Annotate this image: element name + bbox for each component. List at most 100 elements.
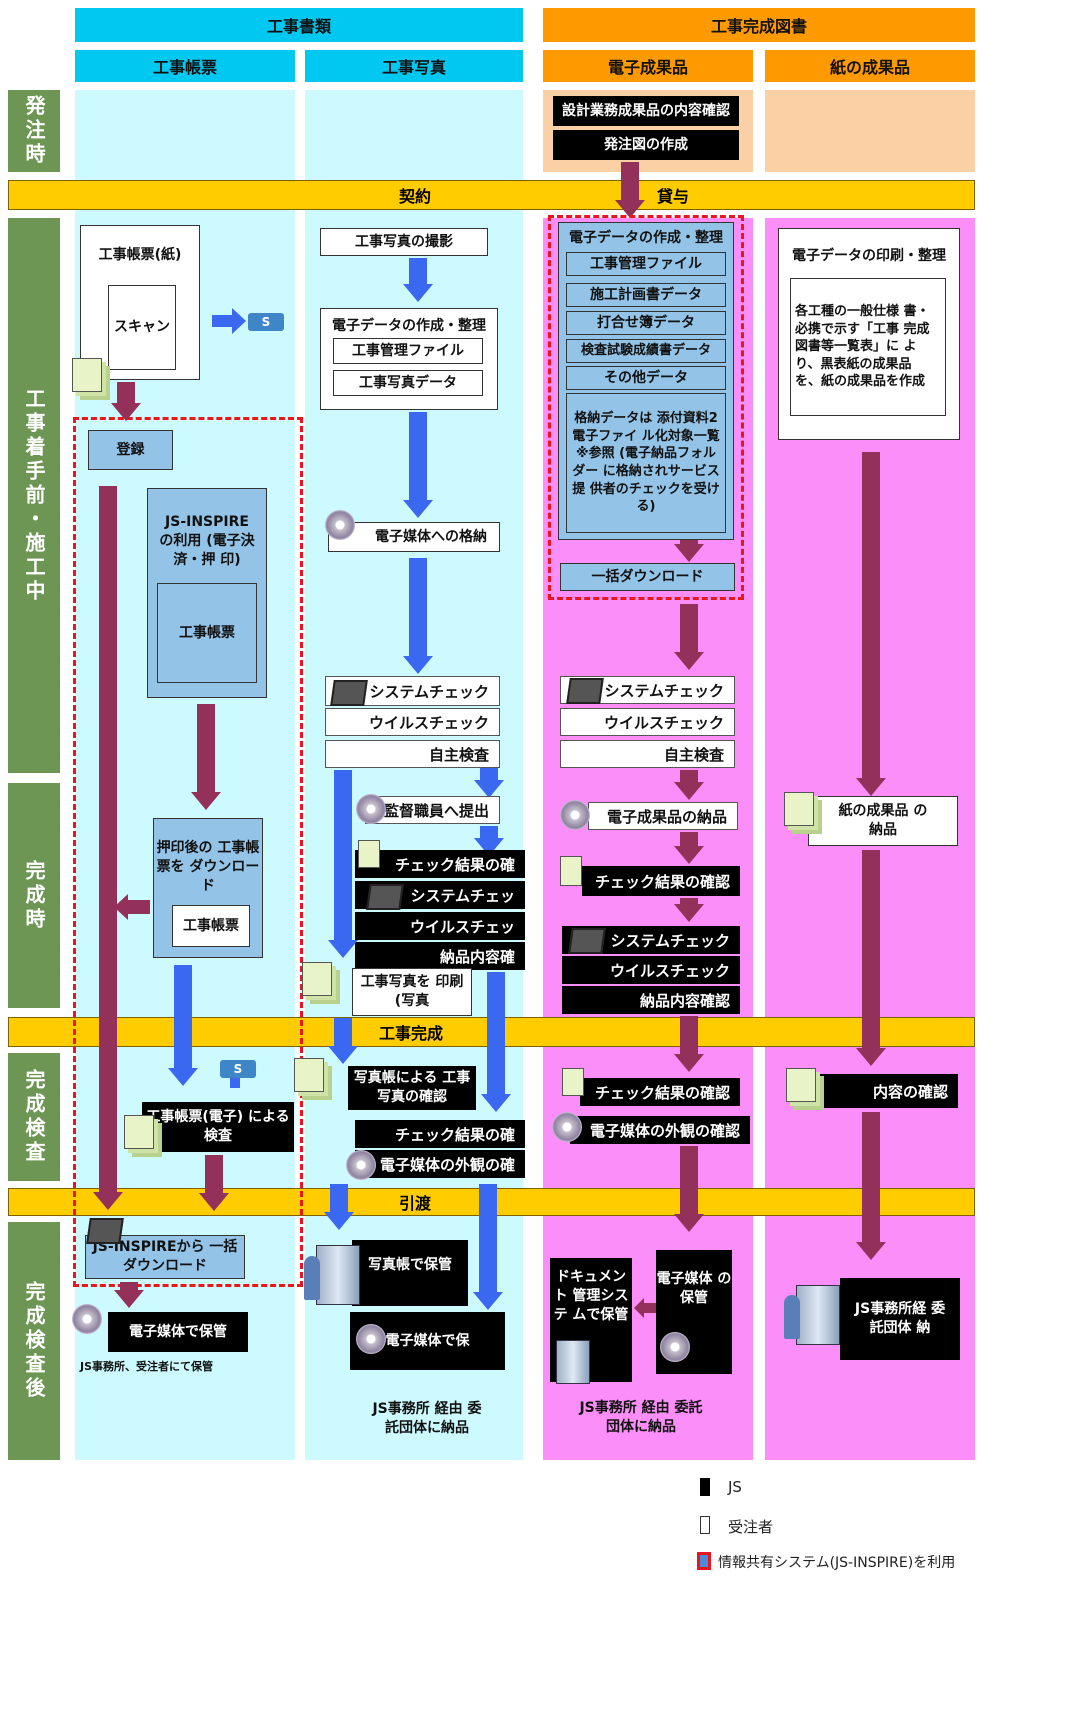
legend-system-label: 情報共有システム(JS-INSPIRE)を利用 xyxy=(718,1555,956,1571)
elec-content-box: 納品内容確認 xyxy=(562,986,740,1014)
photo-content-box: 納品内容確 xyxy=(355,942,525,970)
document-icon xyxy=(562,1068,584,1096)
header-documents: 工事書類 xyxy=(75,8,523,42)
doc-mgmt-store-box: ドキュメント 管理システ ムで保管 xyxy=(550,1258,632,1382)
document-icon xyxy=(358,840,380,868)
arrow xyxy=(334,770,352,942)
cd-icon xyxy=(72,1304,102,1334)
elec-mgmt-box: 工事管理ファイル xyxy=(566,252,726,276)
photo-mgmt-file-box: 工事管理ファイル xyxy=(333,338,483,364)
arrow-head xyxy=(403,284,433,302)
phase-after: 完成検査後 xyxy=(8,1222,60,1460)
arrow-head xyxy=(199,1193,229,1211)
arrow xyxy=(197,704,215,794)
design-result-confirm-box: 設計業務成果品の内容確認 xyxy=(553,96,739,126)
header-photos: 工事写真 xyxy=(305,50,523,82)
arrow-head xyxy=(674,1054,704,1072)
photo-check-result-box: チェック結果の確 xyxy=(355,850,525,878)
legend-system-swatch xyxy=(697,1552,711,1570)
arrow-head xyxy=(674,652,704,670)
arrow xyxy=(409,412,427,502)
document-stack-icon xyxy=(786,1068,816,1102)
photo-selfcheck-box: 自主検査 xyxy=(325,740,500,768)
arrow-head xyxy=(403,656,433,674)
photo-data-box: 工事写真データ xyxy=(333,370,483,396)
arrow-head xyxy=(111,403,141,421)
header-electronic: 電子成果品 xyxy=(543,50,753,82)
arrow xyxy=(480,768,498,782)
arrow xyxy=(480,826,498,840)
cd-icon xyxy=(660,1332,690,1362)
arrow-head xyxy=(674,846,704,864)
laptop-icon xyxy=(86,1218,124,1244)
left-arrow-head xyxy=(114,894,128,920)
elec-meeting-box: 打合せ簿データ xyxy=(566,311,726,335)
paper-order-bg xyxy=(765,90,975,172)
legend-js-swatch xyxy=(700,1478,710,1496)
server-rack-icon xyxy=(796,1285,840,1345)
phase-during: 工事着手前・施工中 xyxy=(8,218,60,773)
arrow xyxy=(330,1184,348,1214)
arrow xyxy=(479,1184,497,1294)
arrow-head xyxy=(324,1212,354,1230)
cd-icon xyxy=(560,800,590,830)
photo-shoot-box: 工事写真の撮影 xyxy=(320,228,488,256)
arrow xyxy=(680,1016,698,1056)
left-arrow xyxy=(640,1303,656,1313)
elec-virus2-box: ウイルスチェック xyxy=(562,956,740,984)
left-arrow-head xyxy=(634,1298,644,1318)
long-arrow xyxy=(99,486,117,1194)
elec-appearance-box: 電子媒体の外観の確認 xyxy=(570,1116,750,1144)
paper-desc-box: 各工種の一般仕様 書・必携で示す「工事 完成図書等一覧表」に より、黒表紙の成果… xyxy=(790,278,946,416)
arrow-head xyxy=(674,544,704,562)
legend-js-label: JS xyxy=(728,1478,742,1496)
arrow-head xyxy=(856,778,886,796)
document-stack-icon xyxy=(302,962,332,996)
arrow xyxy=(680,1146,698,1216)
phase-completion: 完成時 xyxy=(8,783,60,1008)
elec-media-store-box: 電子媒体 の保管 xyxy=(656,1250,732,1374)
cd-icon xyxy=(356,794,386,824)
photo-viruscheck-box: ウイルスチェック xyxy=(325,708,500,736)
cd-icon xyxy=(346,1150,376,1180)
inspire-electronic-area xyxy=(548,215,744,600)
arrow xyxy=(680,604,698,654)
elec-other-box: その他データ xyxy=(566,366,726,390)
arrow xyxy=(117,382,135,404)
right-arrow-head xyxy=(232,308,246,334)
paper-deliver-box: 紙の成果品 の納品 xyxy=(808,796,958,846)
photo-check-result2-box: チェック結果の確 xyxy=(355,1120,525,1148)
right-arrow-icon xyxy=(212,315,234,327)
document-stack-icon xyxy=(784,792,814,826)
elec-check-result-box: チェック結果の確認 xyxy=(582,866,740,896)
arrow-head xyxy=(403,500,433,518)
inspire-usage-area xyxy=(73,417,303,1287)
photo-virus2-box: ウイルスチェッ xyxy=(355,912,525,940)
arrow xyxy=(680,770,698,784)
arrow-head xyxy=(856,1242,886,1260)
arrow xyxy=(230,1078,240,1088)
arrow-head xyxy=(856,1048,886,1066)
submit-supervisor-box: 監督職員へ提出 xyxy=(365,796,500,824)
ledger-store-note: JS事務所、受注者にて保管 xyxy=(80,1360,214,1373)
server-icon xyxy=(556,1340,590,1384)
document-stack-icon xyxy=(72,358,102,392)
header-ledger: 工事帳票 xyxy=(75,50,295,82)
header-drawings: 工事完成図書 xyxy=(543,8,975,42)
arrow xyxy=(680,898,698,906)
server-rack-icon xyxy=(316,1245,360,1305)
photo-print-box: 工事写真を 印刷(写真 xyxy=(352,968,472,1016)
ledger-inner-box: 工事帳票 xyxy=(157,583,257,683)
order-drawing-box: 発注図の作成 xyxy=(553,130,739,160)
elec-bulk-download-box: 一括ダウンロード xyxy=(560,563,735,591)
album-store-box: 写真帳で保管 xyxy=(352,1240,468,1306)
album-confirm-box: 写真帳による 工事写真の確認 xyxy=(348,1066,476,1110)
arrow-head xyxy=(114,1290,144,1308)
left-arrow xyxy=(128,900,150,914)
document-icon xyxy=(560,856,582,886)
phase-order: 発注時 xyxy=(8,90,60,172)
arrow xyxy=(862,850,880,1050)
arrow xyxy=(409,558,427,658)
elec-test-box: 検査試験成績書データ xyxy=(566,339,726,363)
ledger-media-store-box: 電子媒体で保管 xyxy=(108,1312,248,1352)
